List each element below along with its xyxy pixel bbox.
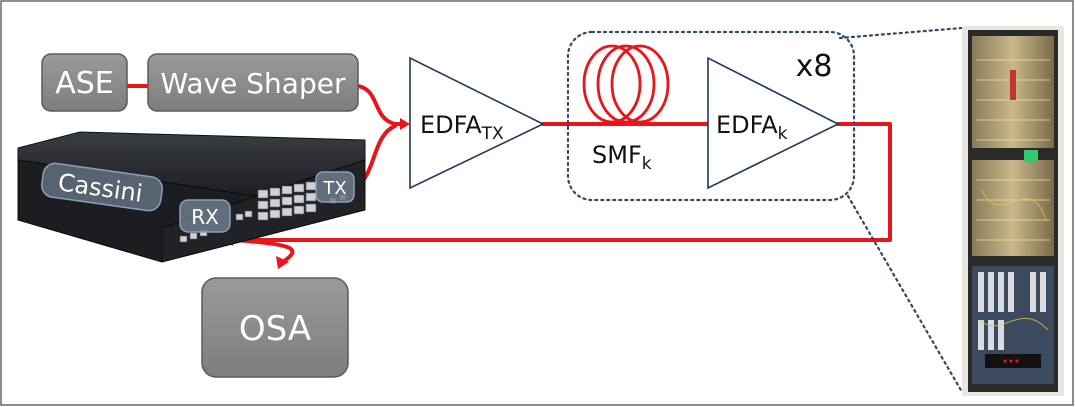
- edfa-k-label-sub: k: [778, 124, 788, 144]
- rx-port-badge: [179, 199, 231, 233]
- ase-label: ASE: [55, 66, 114, 101]
- zoom-connector-lines: [838, 26, 964, 394]
- edfa-tx-amplifier: EDFATX: [409, 56, 545, 190]
- fiber-label-sub: k: [642, 154, 652, 174]
- span-repeat-label: x8: [796, 49, 833, 84]
- edfa-tx-triangle: [409, 56, 545, 190]
- fiber-spool-icon: [582, 44, 670, 124]
- tx-port-label: TX: [322, 178, 346, 199]
- rx-port-label: RX: [191, 205, 219, 229]
- rack-display-panel: [985, 354, 1041, 368]
- edfa-k-label: EDFAk: [716, 111, 788, 144]
- rx-to-osa-link: [230, 238, 295, 264]
- rack-indicator-leds: [1003, 359, 1019, 363]
- rack-red-spool: [1010, 70, 1016, 100]
- tx-port-badge: [315, 171, 355, 203]
- wave-shaper-label: Wave Shaper: [161, 67, 346, 100]
- osa-block: OSA: [201, 277, 349, 378]
- cassini-name-badge: [41, 162, 163, 212]
- rack-line-cards: [978, 272, 1046, 350]
- osa-label: OSA: [239, 309, 311, 349]
- repeated-span-box: [566, 30, 856, 202]
- cassini-device: Cassini RX TX: [17, 131, 366, 263]
- rack-green-spool: [1024, 150, 1038, 162]
- rack-shelf-middle: [972, 160, 1054, 256]
- edfa-k-triangle: [707, 56, 840, 190]
- edfatx-input-arrow: [400, 118, 410, 130]
- rack-spool-lines: [976, 59, 1050, 241]
- return-to-rx-link: [230, 122, 892, 242]
- edfa-k-label-base: EDFA: [716, 111, 778, 139]
- fiber-label: SMFk: [592, 141, 652, 174]
- fiber-label-base: SMF: [592, 141, 642, 169]
- edfa-tx-label-base: EDFA: [420, 111, 482, 139]
- wave-shaper-block: Wave Shaper: [147, 53, 359, 112]
- osa-input-arrow: [276, 256, 289, 269]
- edfa-tx-label-sub: TX: [481, 124, 504, 144]
- waveshaper-to-combiner-link: [356, 84, 397, 126]
- edfa-k-amplifier: EDFAk: [707, 56, 840, 190]
- rack-patch-cables: [979, 189, 1049, 331]
- equipment-rack-photo: [962, 26, 1064, 396]
- edfa-tx-label: EDFATX: [420, 111, 504, 144]
- ase-block: ASE: [41, 53, 128, 112]
